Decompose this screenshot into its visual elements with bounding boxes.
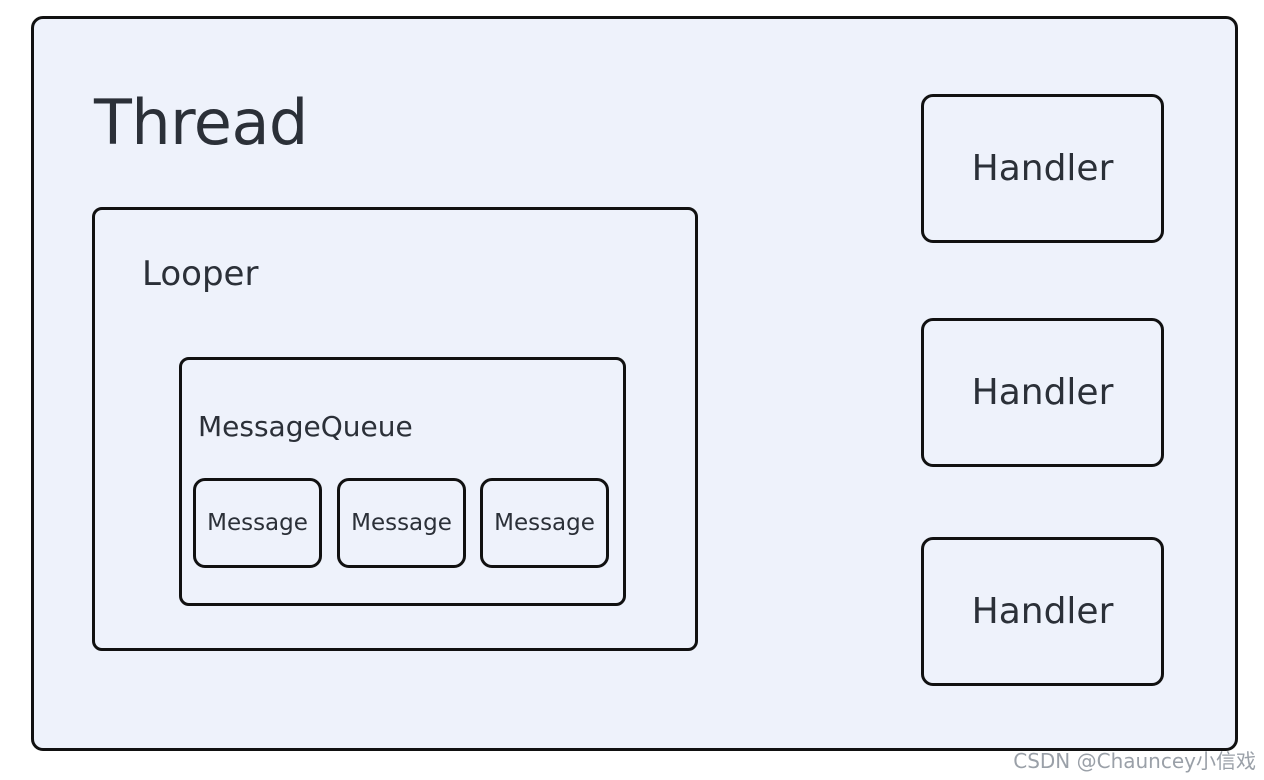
message-box-1: Message [193, 478, 322, 568]
message-label-3: Message [494, 510, 595, 536]
thread-title: Thread [94, 86, 308, 159]
message-box-2: Message [337, 478, 466, 568]
handler-label-2: Handler [971, 372, 1114, 413]
handler-box-1: Handler [921, 94, 1164, 243]
message-box-3: Message [480, 478, 609, 568]
handler-label-1: Handler [971, 148, 1114, 189]
message-label-2: Message [351, 510, 452, 536]
handler-label-3: Handler [971, 591, 1114, 632]
message-queue-label: MessageQueue [198, 410, 413, 443]
looper-label: Looper [142, 254, 259, 294]
watermark-text: CSDN @Chauncey小信戏 [1013, 749, 1256, 773]
handler-box-2: Handler [921, 318, 1164, 467]
message-label-1: Message [207, 510, 308, 536]
handler-box-3: Handler [921, 537, 1164, 686]
